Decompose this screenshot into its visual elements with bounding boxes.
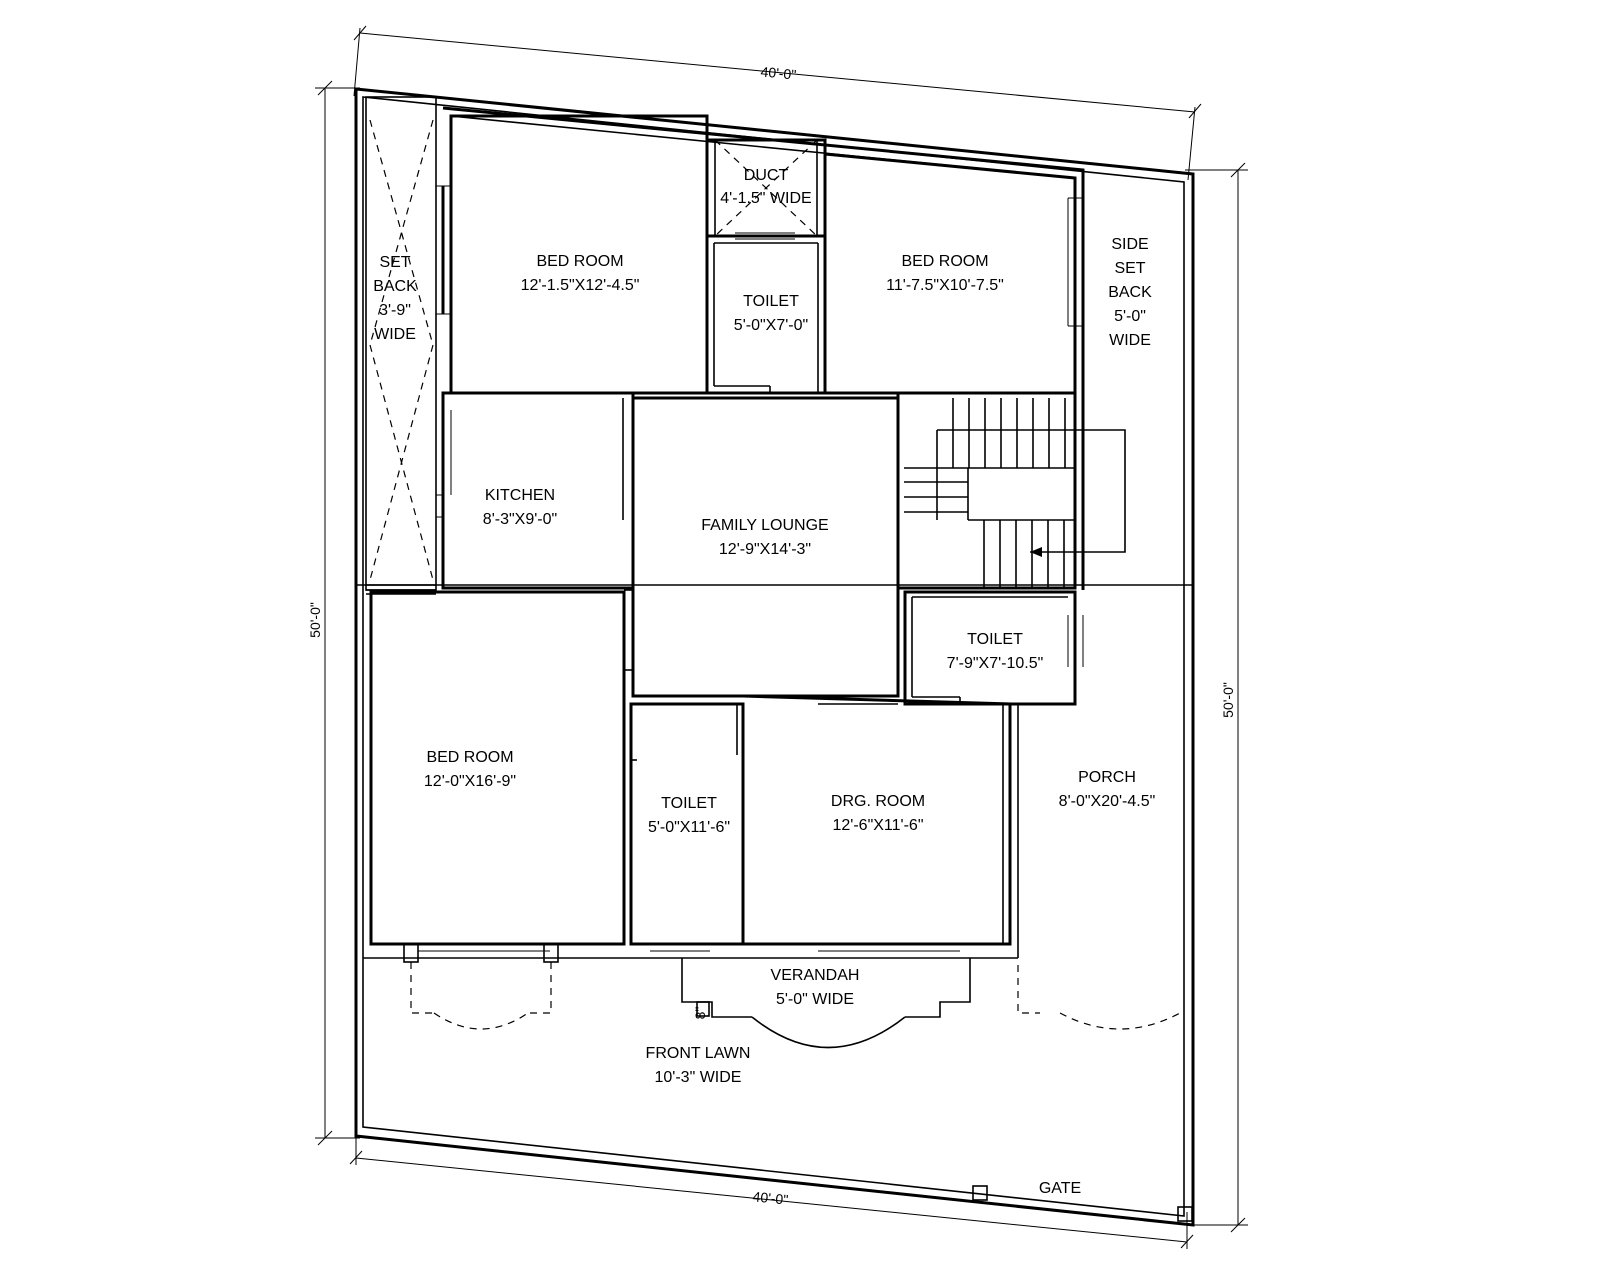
front-lawn-size: 10'-3" WIDE [655, 1069, 742, 1086]
drawing-room-size: 12'-6"X11'-6" [833, 817, 924, 834]
setback-crosses [369, 119, 434, 581]
verandah-outline [410, 958, 1181, 1049]
front-lawn-name: FRONT LAWN [646, 1045, 751, 1062]
side-set-back-line: 5'-0" [1114, 308, 1146, 325]
staircase [904, 398, 1126, 588]
bedroom-top-left-size: 12'-1.5"X12'-4.5" [521, 277, 640, 294]
dimension-lines [315, 25, 1248, 1249]
dimension-right: 50'-0" [1220, 682, 1236, 718]
side-set-back-label: SIDE SET BACK 5'-0" WIDE [1108, 236, 1152, 349]
set-back-line: WIDE [374, 326, 416, 343]
toilet-bottom-size: 5'-0"X11'-6" [648, 819, 730, 836]
bedroom-bottom-left-name: BED ROOM [426, 749, 513, 766]
verandah-size: 5'-0" WIDE [776, 991, 854, 1008]
verandah-name: VERANDAH [771, 967, 860, 984]
side-set-back-line: SIDE [1111, 236, 1148, 253]
gate-posts [972, 1185, 1193, 1222]
set-back-line: SET [379, 254, 410, 271]
set-back-line: 3'-9" [379, 302, 411, 319]
set-back-label: SET BACK 3'-9" WIDE [373, 254, 417, 343]
dimension-left: 50'-0" [307, 602, 323, 638]
family-lounge-size: 12'-9"X14'-3" [719, 541, 811, 558]
toilet-right-name: TOILET [967, 631, 1023, 648]
side-set-back-line: SET [1114, 260, 1145, 277]
kitchen-name: KITCHEN [485, 487, 555, 504]
step-mark: 8" [692, 1007, 708, 1020]
set-back-line: BACK [373, 278, 417, 295]
kitchen-size: 8'-3"X9'-0" [483, 511, 557, 528]
drawing-room-name: DRG. ROOM [831, 793, 925, 810]
duct-size: 4'-1.5" WIDE [720, 190, 811, 207]
toilet-top-size: 5'-0"X7'-0" [734, 317, 808, 334]
dimension-top: 40'-0" [760, 63, 797, 82]
windows [403, 185, 1084, 963]
duct-name: DUCT [744, 167, 789, 184]
side-set-back-line: WIDE [1109, 332, 1151, 349]
gate-label: GATE [1039, 1180, 1081, 1197]
toilet-bottom-name: TOILET [661, 795, 717, 812]
family-lounge-name: FAMILY LOUNGE [701, 517, 828, 534]
bedroom-top-right-name: BED ROOM [901, 253, 988, 270]
porch-size: 8'-0"X20'-4.5" [1059, 793, 1156, 810]
bedroom-top-left-name: BED ROOM [536, 253, 623, 270]
toilet-right-size: 7'-9"X7'-10.5" [947, 655, 1044, 672]
toilet-top-name: TOILET [743, 293, 799, 310]
plot-boundary [354, 87, 1195, 1227]
bedroom-bottom-left-size: 12'-0"X16'-9" [424, 773, 516, 790]
porch-name: PORCH [1078, 769, 1136, 786]
side-set-back-line: BACK [1108, 284, 1152, 301]
dimension-bottom: 40'-0" [752, 1188, 789, 1207]
bedroom-top-right-size: 11'-7.5"X10'-7.5" [886, 277, 1004, 294]
